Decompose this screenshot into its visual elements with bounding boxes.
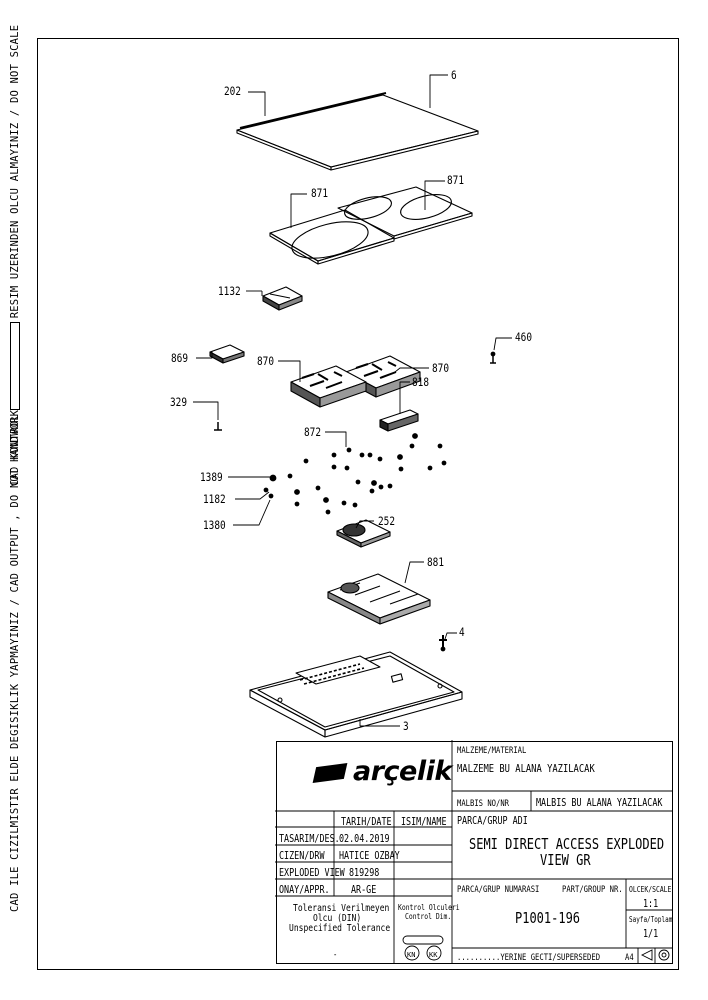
part-label-1182: 1182 bbox=[203, 492, 226, 506]
fan-252 bbox=[336, 519, 391, 548]
part-label-869: 869 bbox=[171, 351, 189, 365]
material-value: MALZEME BU ALANA YAZILACAK bbox=[457, 762, 595, 775]
row-label-drawn: CIZEN/DRW bbox=[279, 850, 325, 862]
part-label-870-right: 870 bbox=[432, 361, 450, 375]
row-value-drawn: HATICE OZBAY bbox=[339, 850, 400, 862]
row-value-exploded: 819298 bbox=[349, 867, 380, 879]
part-label-818: 818 bbox=[412, 375, 430, 389]
part-label-871-right: 871 bbox=[447, 173, 465, 187]
kn-mark: KN bbox=[407, 951, 416, 959]
part-label-4: 4 bbox=[459, 625, 465, 639]
logo-mark-icon bbox=[312, 762, 348, 783]
drawing-title-line2: VIEW GR bbox=[540, 851, 591, 869]
superseded-label: ..........YERINE GECTI/SUPERSEDED bbox=[457, 953, 601, 963]
control-dim-line1: Kontrol Olculeri bbox=[398, 903, 460, 912]
sheet-label: Sayfa/Toplam bbox=[629, 915, 673, 924]
part-label-872: 872 bbox=[304, 425, 322, 439]
projection-symbol-icon bbox=[641, 950, 673, 964]
row-label-exploded: EXPLODED VIEW bbox=[279, 867, 345, 879]
group-number-label: PARCA/GRUP NUMARASI bbox=[457, 885, 540, 895]
title-block: arçelik MALZEME/MATERIAL MALZEME BU ALAN… bbox=[275, 740, 673, 964]
part-label-6: 6 bbox=[451, 68, 457, 82]
plate-871-right bbox=[337, 186, 473, 240]
tolerance-line3: Unspecified Tolerance bbox=[289, 923, 391, 934]
date-column-header: TARIH/DATE bbox=[341, 816, 392, 828]
title-block-grid bbox=[275, 740, 673, 964]
scale-value: 1:1 bbox=[643, 898, 659, 910]
part-label-3: 3 bbox=[403, 719, 409, 733]
part-label-1380: 1380 bbox=[203, 518, 226, 532]
part-label-1132: 1132 bbox=[218, 284, 241, 298]
row-label-approval: ONAY/APPR. bbox=[279, 884, 330, 896]
tolerance-line1: Toleransi Verilmeyen bbox=[293, 903, 390, 914]
part-label-1389: 1389 bbox=[200, 470, 223, 484]
drawing-title-line1: SEMI DIRECT ACCESS EXPLODED bbox=[469, 835, 665, 853]
part-label-252: 252 bbox=[378, 514, 396, 528]
kk-mark: KK bbox=[429, 951, 438, 959]
part-label-202: 202 bbox=[224, 84, 242, 98]
name-column-header: ISIM/NAME bbox=[401, 816, 447, 828]
glass-top bbox=[236, 92, 479, 171]
part-number: P1001-196 bbox=[515, 909, 581, 927]
paper-size: A4 bbox=[625, 953, 634, 963]
leader-lines bbox=[193, 74, 512, 727]
row-value-approval: AR-GE bbox=[351, 884, 377, 896]
part-group-label: PART/GROUP NR. bbox=[562, 885, 623, 895]
group-name-label: PARCA/GRUP ADI bbox=[457, 815, 528, 827]
screws-and-clips bbox=[214, 351, 496, 652]
tolerance-line2: Olcu (DIN) bbox=[313, 913, 362, 924]
malbis-label: MALBIS NO/NR bbox=[457, 799, 510, 809]
module-1132 bbox=[262, 286, 303, 311]
module-869 bbox=[209, 344, 245, 364]
material-label: MALZEME/MATERIAL bbox=[457, 746, 527, 756]
bracket-881 bbox=[327, 573, 431, 625]
plate-871-left bbox=[269, 209, 395, 265]
row-value-design: 02.04.2019 bbox=[339, 833, 390, 845]
malbis-value: MALBIS BU ALANA YAZILACAK bbox=[536, 797, 663, 809]
connector-818 bbox=[379, 409, 419, 432]
part-label-329: 329 bbox=[170, 395, 188, 409]
scale-label: OLCEK/SCALE bbox=[629, 885, 672, 894]
company-logo: arçelik bbox=[312, 756, 452, 787]
row-label-design: TASARIM/DES. bbox=[279, 833, 340, 845]
control-dim-line2: Control Dim. bbox=[405, 912, 452, 921]
tolerance-dash: - bbox=[333, 950, 338, 960]
part-label-871-left: 871 bbox=[311, 186, 329, 200]
sheet-value: 1/1 bbox=[643, 928, 659, 940]
board-870-left bbox=[290, 365, 367, 408]
drawing-frame bbox=[37, 38, 679, 970]
part-label-870-left: 870 bbox=[257, 354, 275, 368]
logo-text: arçelik bbox=[353, 756, 452, 787]
chassis-3 bbox=[249, 651, 463, 738]
part-label-460: 460 bbox=[515, 330, 533, 344]
part-label-881: 881 bbox=[427, 555, 445, 569]
